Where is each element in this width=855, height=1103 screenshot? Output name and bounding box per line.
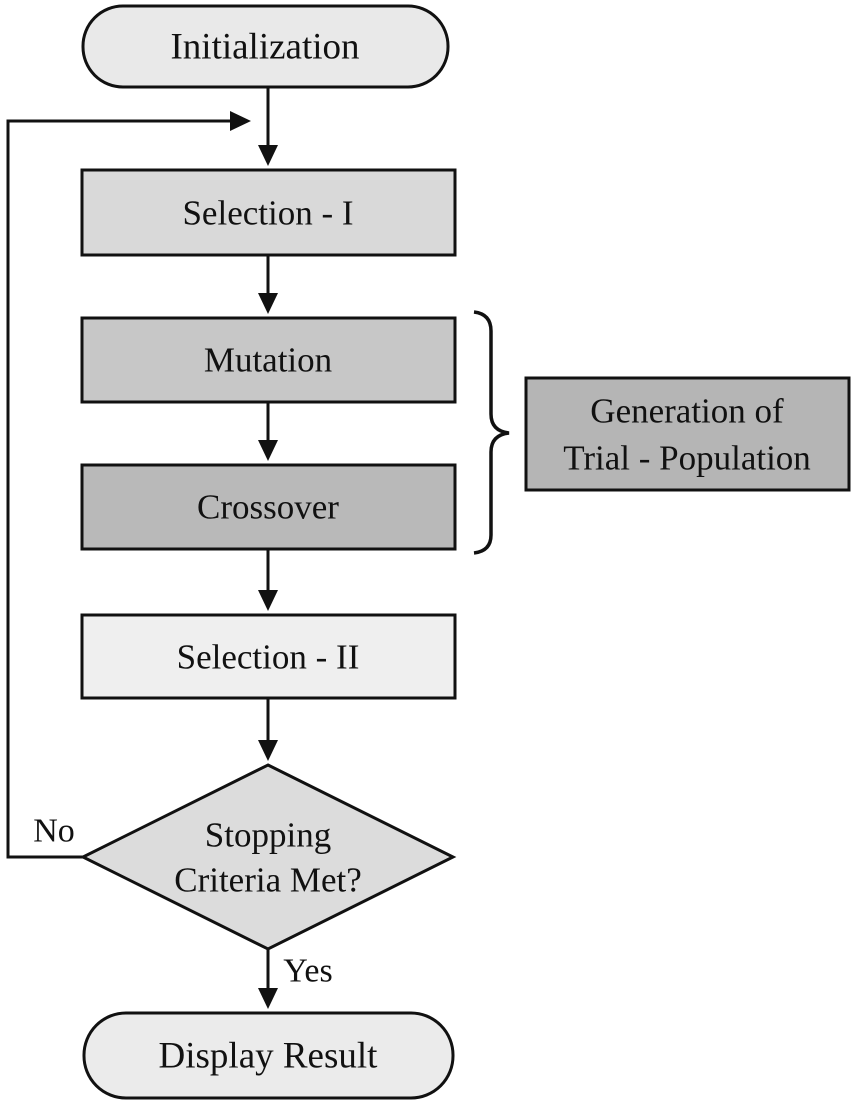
initialization-label: Initialization <box>170 27 359 68</box>
display-result-label: Display Result <box>159 1036 379 1077</box>
decision-label-line2: Criteria Met? <box>174 861 362 900</box>
mutation-node <box>80 316 457 404</box>
initialization-node <box>81 4 450 89</box>
decision-label-line1: Stopping <box>205 816 331 855</box>
display-result-node <box>82 1011 455 1100</box>
generation-note-label-line2: Trial - Population <box>563 439 811 478</box>
generation-brace <box>473 310 510 555</box>
selection2-label: Selection - II <box>177 638 360 677</box>
generation-note-label-line1: Generation of <box>590 392 784 431</box>
edge-no-feedback <box>6 111 251 859</box>
no-edge-label: No <box>33 813 75 850</box>
selection1-node <box>80 168 457 257</box>
selection1-label: Selection - I <box>182 194 353 233</box>
mutation-label: Mutation <box>204 341 332 380</box>
yes-edge-label: Yes <box>283 953 332 990</box>
decision-node <box>79 763 457 951</box>
crossover-label: Crossover <box>197 488 339 527</box>
generation-note-node <box>524 376 851 492</box>
crossover-node <box>80 463 457 551</box>
selection2-node <box>80 613 457 700</box>
